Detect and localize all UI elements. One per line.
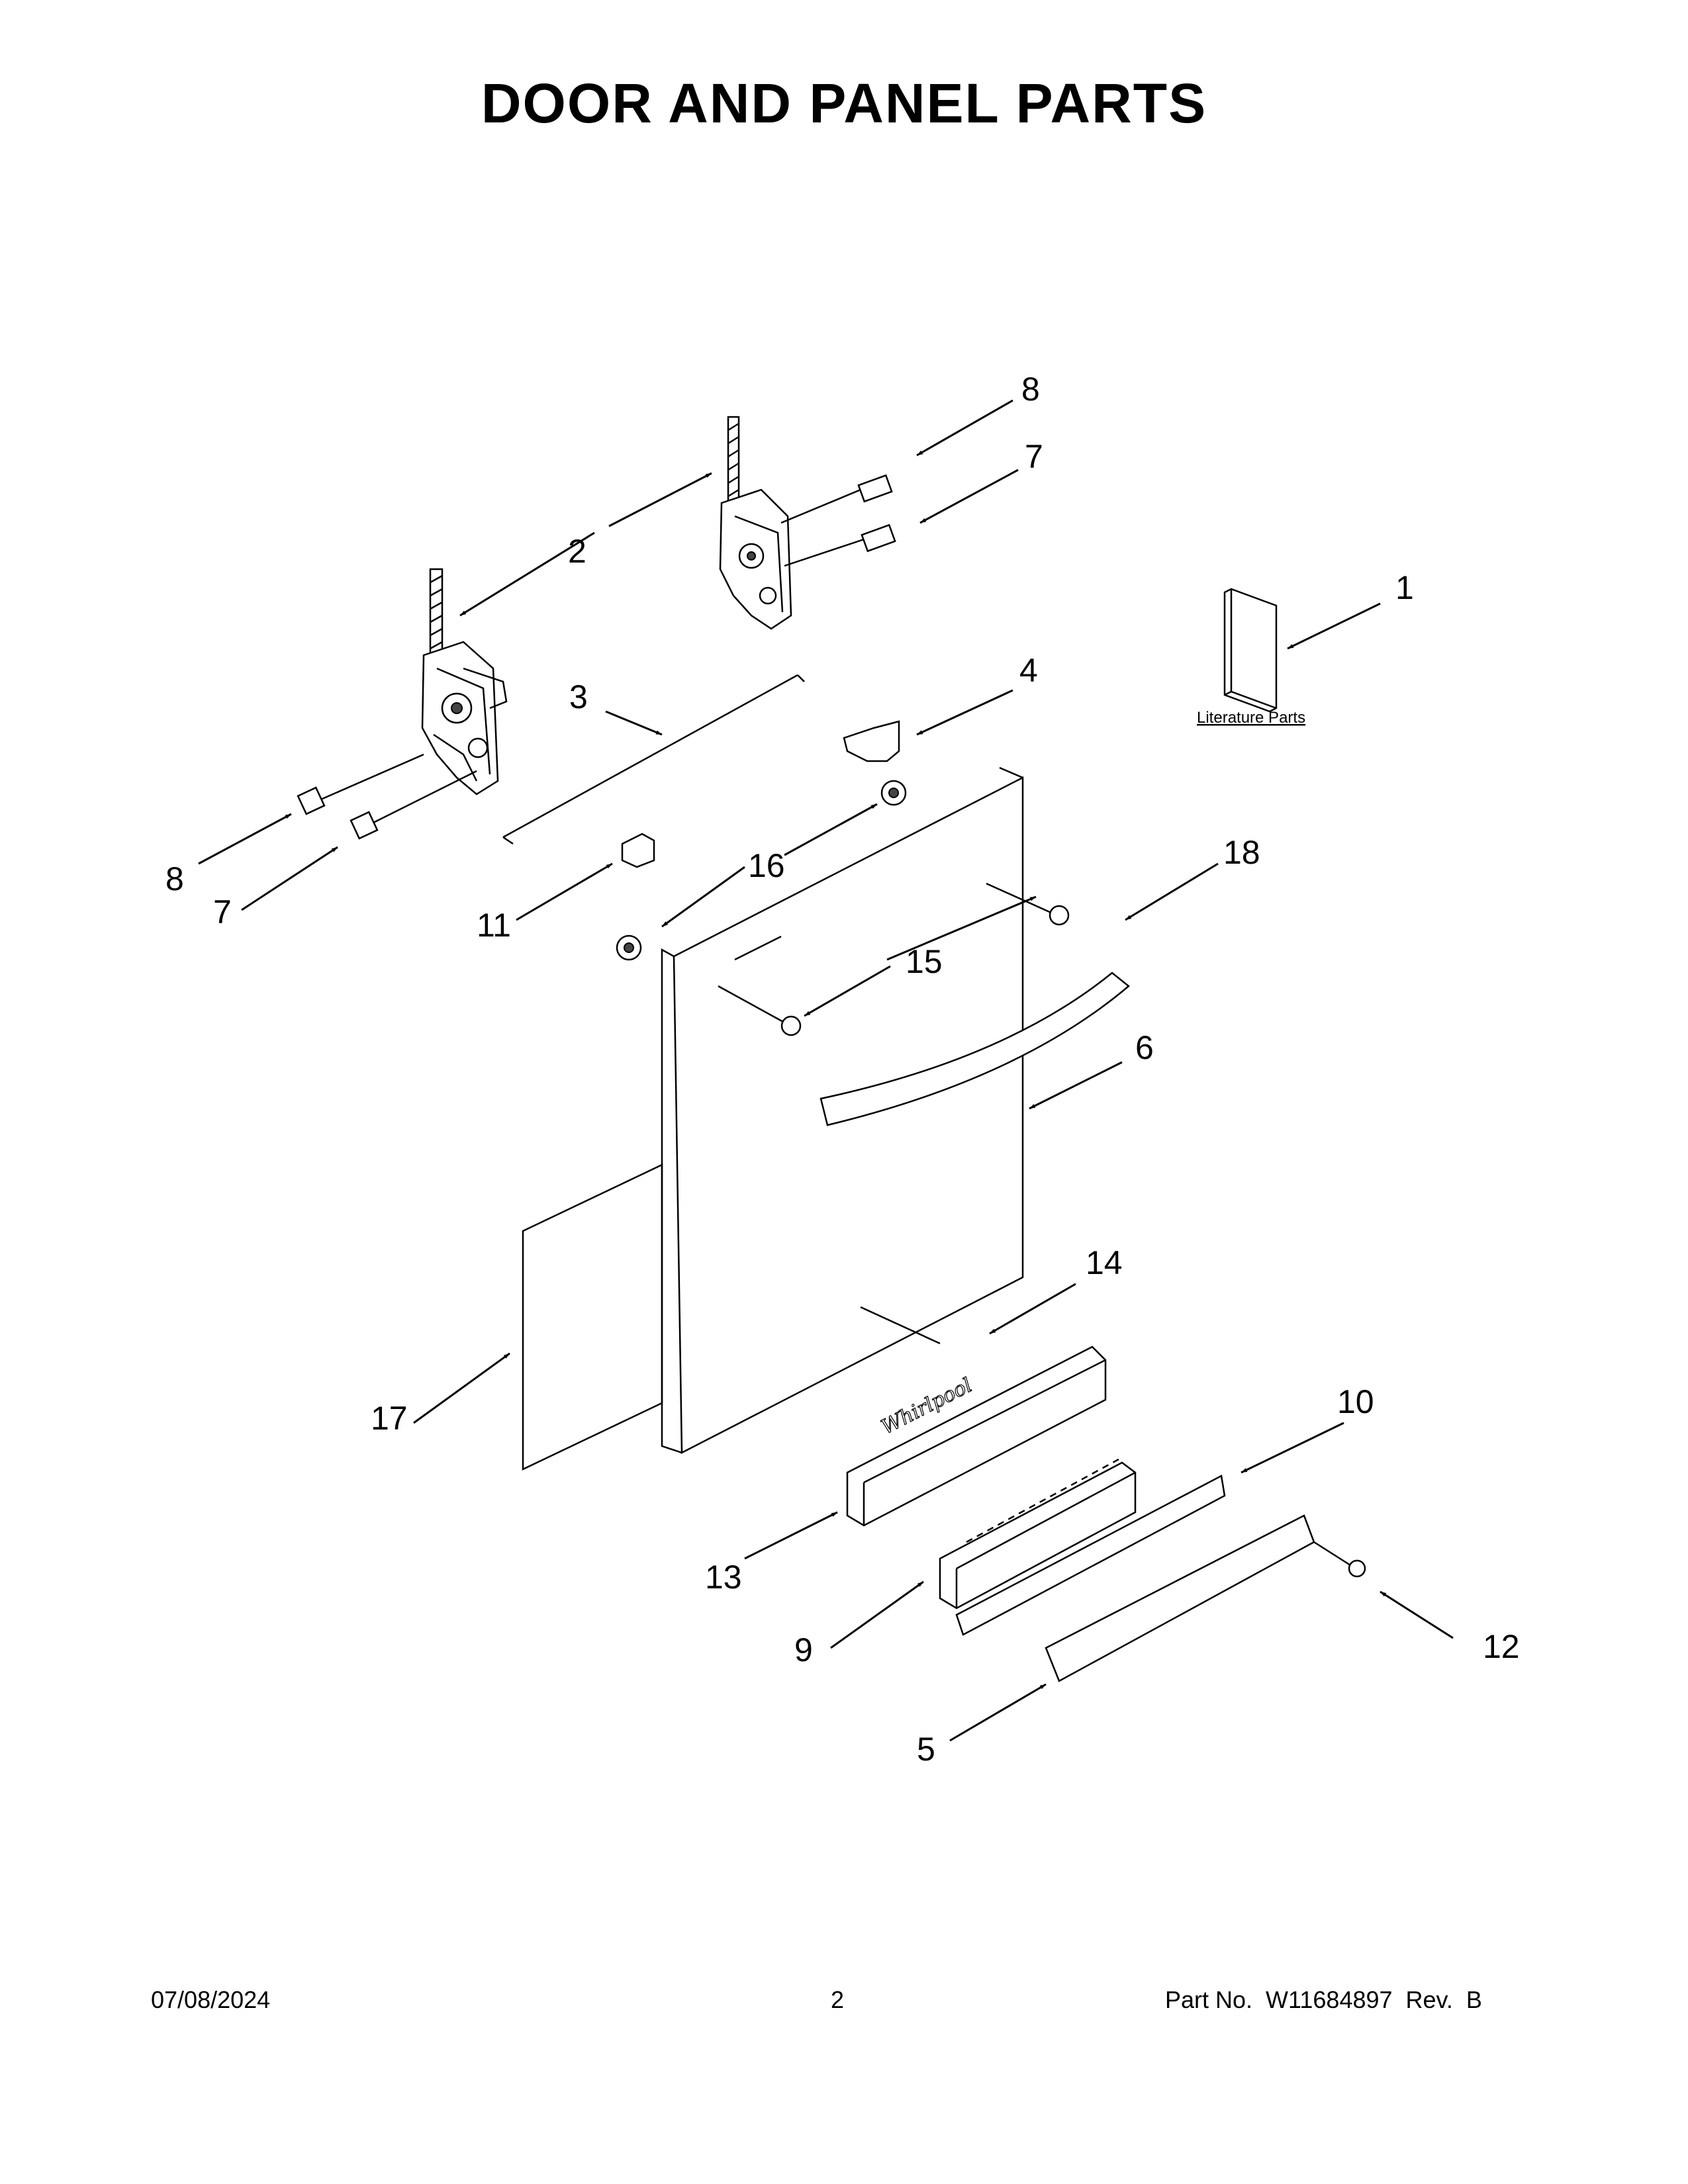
callout-14: 14 [1086,1244,1123,1281]
callout-9: 9 [794,1631,813,1668]
footer-page-number: 2 [831,1986,845,2013]
bracket [843,720,900,762]
handle-screws [718,882,1070,1036]
callout-11: 11 [477,907,511,944]
screws-right [780,474,896,567]
footer-date: 07/08/2024 [151,1986,271,2013]
kick-strip [955,1475,1226,1636]
callout-8-left: 8 [165,860,184,897]
bumpers [616,780,907,961]
bottom-bracket [1045,1514,1315,1682]
toe-kick-upper [846,1345,1107,1527]
footer-part-number: Part No. W11684897 Rev. B [1165,1986,1482,2013]
page-title: DOOR AND PANEL PARTS [481,72,1207,134]
insulation-panel [522,1163,663,1471]
left-door-hinge [421,568,508,796]
screws-left [297,753,477,840]
callout-4: 4 [1019,652,1038,689]
callout-13: 13 [705,1559,742,1596]
right-door-hinge [719,416,792,630]
callout-5: 5 [917,1731,935,1768]
bottom-screw [1313,1541,1366,1578]
callout-3: 3 [569,678,588,715]
callout-16: 16 [748,847,785,884]
callout-15: 15 [906,943,943,980]
callout-10: 10 [1337,1383,1374,1420]
callout-7-right: 7 [1025,438,1043,475]
rod [502,674,805,845]
callout-2: 2 [568,533,586,570]
clip [621,833,655,868]
literature-parts: Literature Parts [1197,588,1305,727]
leader-arrows [198,399,1454,1742]
callout-8-right: 8 [1021,371,1040,408]
callout-18: 18 [1223,834,1260,871]
callout-6: 6 [1135,1029,1154,1066]
callout-1: 1 [1395,569,1414,606]
callout-numbers: 1 2 3 4 5 6 7 7 8 8 9 10 11 12 13 14 15 … [165,371,1520,1768]
callout-7-left: 7 [213,893,232,931]
logo-screw [860,1306,941,1345]
literature-label: Literature Parts [1197,709,1305,727]
callout-17: 17 [371,1400,408,1437]
toe-kick-lower [939,1458,1137,1610]
door-handle [820,972,1130,1126]
callout-12: 12 [1483,1628,1520,1665]
